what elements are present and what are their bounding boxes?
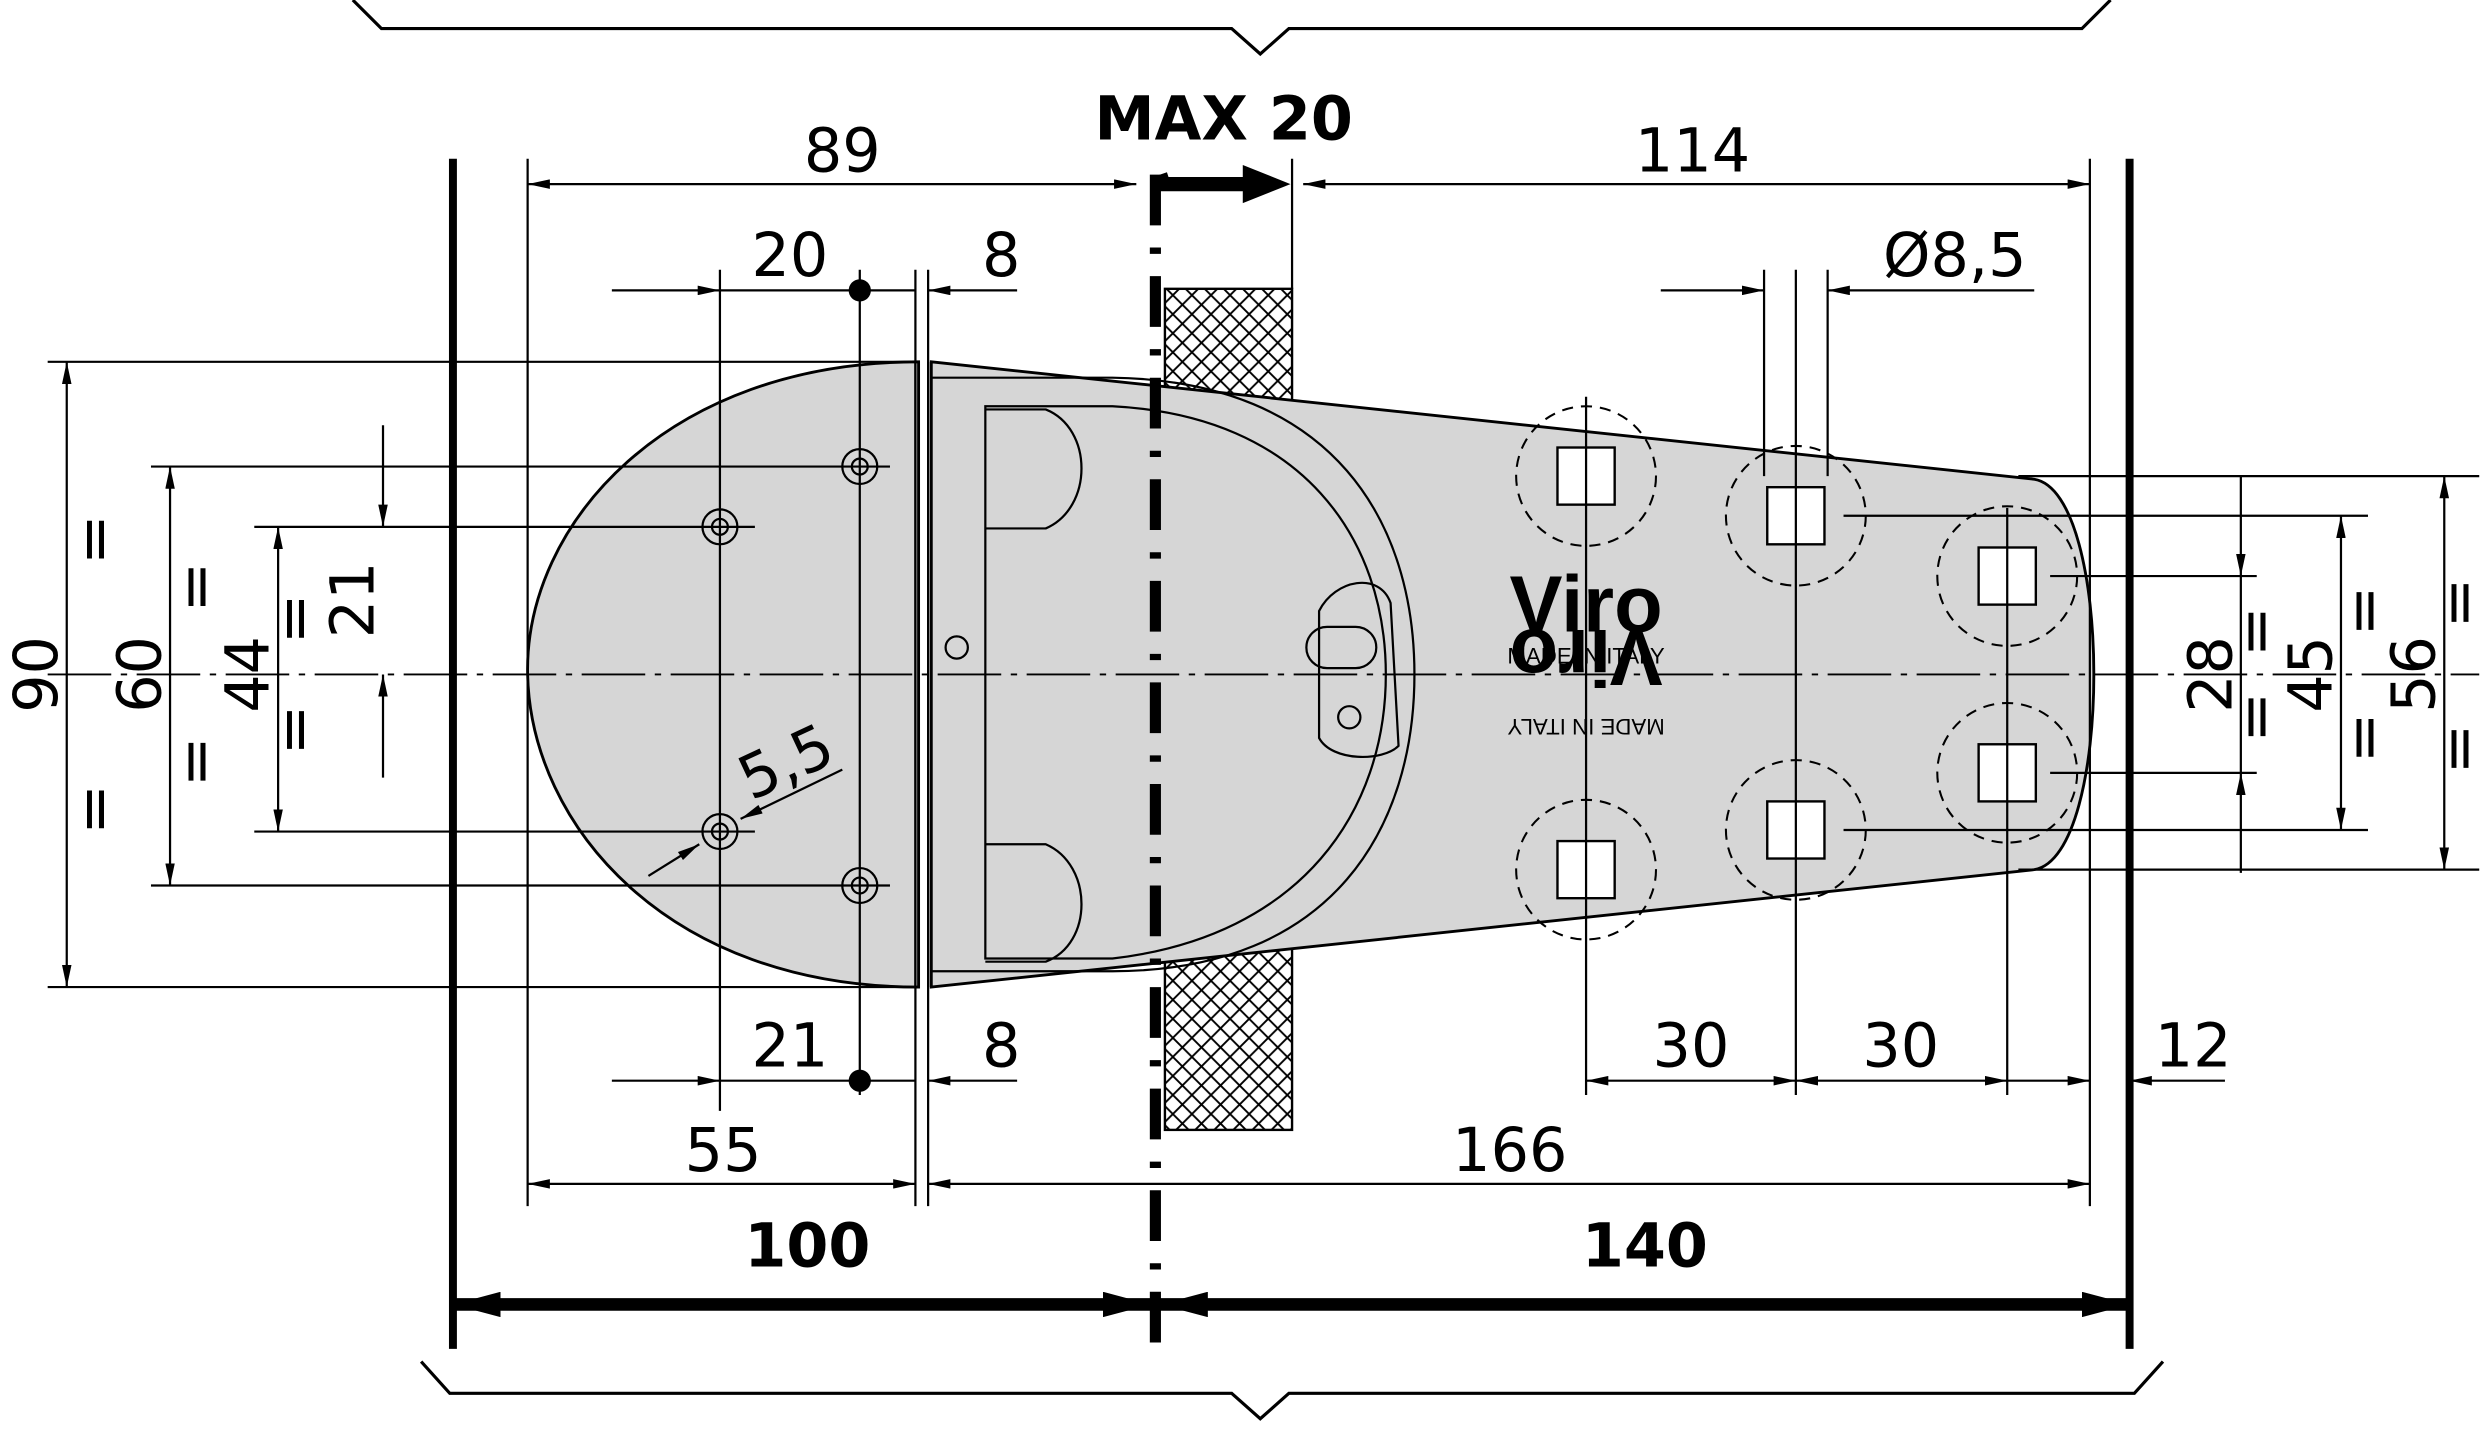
dim-max-20: MAX 20 — [1095, 85, 1353, 155]
dim-90: 90 — [2, 636, 72, 713]
upper-housing — [985, 408, 1083, 530]
dim-55: 55 — [685, 1116, 762, 1186]
eq-60-top: = — [161, 562, 231, 613]
eq-90-bottom: = — [59, 784, 129, 835]
eq-44-top: = — [260, 594, 330, 645]
eq-90-top: = — [59, 514, 129, 565]
max-20-arrowhead — [1242, 165, 1291, 204]
eq-28-top: = — [2221, 606, 2291, 657]
cam-outline — [1317, 581, 1400, 759]
small-hole — [944, 635, 969, 660]
dim-56: 56 — [2380, 636, 2450, 713]
dim-21-vertical: 21 — [318, 562, 388, 639]
max-20-arrow — [1153, 172, 1248, 192]
eq-44-bottom: = — [260, 705, 330, 756]
dim-30-first: 30 — [1653, 1011, 1730, 1081]
dim-89: 89 — [804, 116, 881, 186]
dim-line-55b — [740, 768, 843, 820]
eq-56-bottom: = — [2424, 724, 2484, 775]
top-brace — [351, 0, 2112, 57]
dim-166: 166 — [1452, 1116, 1567, 1186]
dim-140: 140 — [1582, 1211, 1708, 1281]
eq-45-top: = — [2329, 586, 2399, 637]
dim-114: 114 — [1635, 116, 1750, 186]
dim-8-top: 8 — [982, 221, 1020, 291]
lower-housing — [985, 843, 1083, 963]
dim-30-second: 30 — [1862, 1011, 1939, 1081]
eq-60-bottom: = — [161, 736, 231, 787]
extension-lines — [47, 158, 2480, 1207]
eq-45-bottom: = — [2329, 713, 2399, 764]
slot — [1305, 625, 1378, 670]
dim-44: 44 — [214, 636, 284, 713]
dim-100: 100 — [744, 1211, 870, 1281]
dim-21-bottom: 21 — [751, 1011, 828, 1081]
dim-60: 60 — [105, 636, 175, 713]
dim-28: 28 — [2176, 636, 2246, 713]
dim-line-55a — [647, 843, 700, 877]
dim-diameter: Ø8,5 — [1883, 221, 2027, 291]
dim-12: 12 — [2155, 1011, 2232, 1081]
eq-56-top: = — [2424, 578, 2484, 629]
small-hole — [1337, 705, 1362, 730]
dim-20: 20 — [751, 221, 828, 291]
dim-45: 45 — [2276, 636, 2346, 713]
bottom-brace — [419, 1360, 2165, 1421]
dim-8-bottom: 8 — [982, 1011, 1020, 1081]
eq-28-bottom: = — [2221, 692, 2291, 743]
